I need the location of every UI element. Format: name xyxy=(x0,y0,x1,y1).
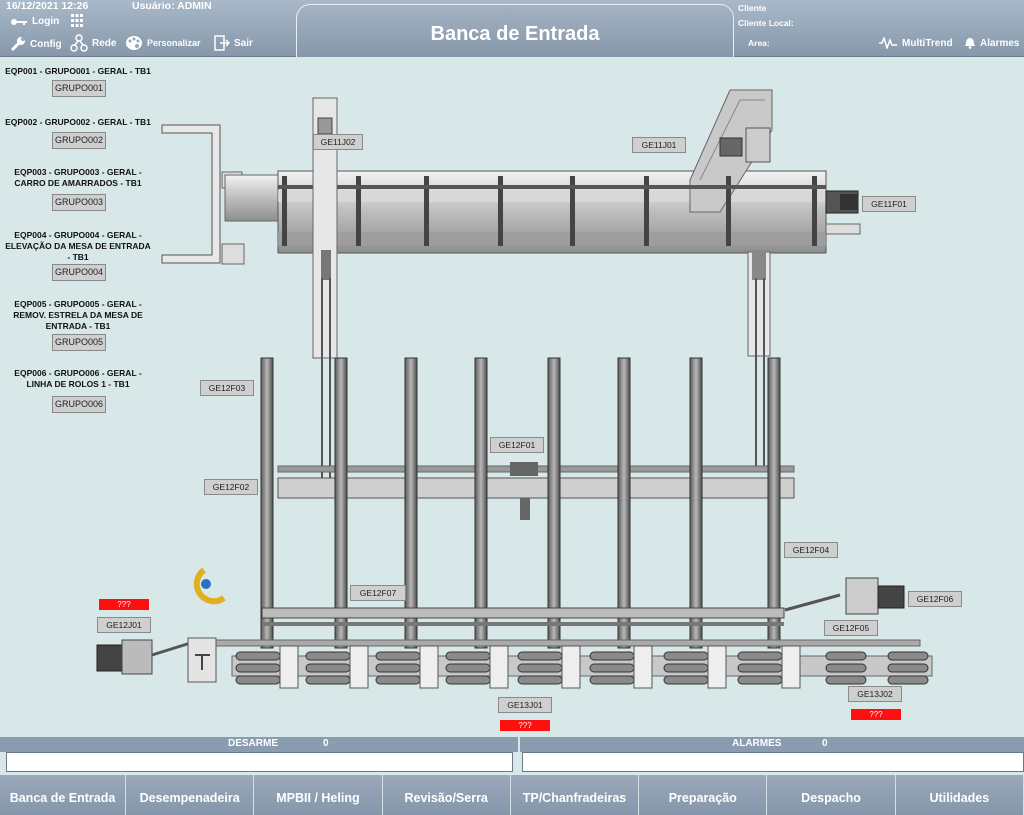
group-label-3: EQP003 - GRUPO003 - GERAL - CARRO DE AMA… xyxy=(14,167,142,188)
desarme-count: 0 xyxy=(323,738,329,749)
user-label: Usuário: ADMIN xyxy=(132,0,212,12)
tag-ge12f07[interactable]: GE12F07 xyxy=(350,585,406,601)
middle-table xyxy=(277,462,795,520)
multitrend-label: MultiTrend xyxy=(902,37,953,49)
desarme-label: DESARME xyxy=(228,738,279,749)
tag-ge12f06[interactable]: GE12F06 xyxy=(908,591,962,607)
area-label: Area: xyxy=(748,38,770,48)
group-label-5: EQP005 - GRUPO005 - GERAL - REMOV. ESTRE… xyxy=(13,299,143,331)
rede-button[interactable]: Rede xyxy=(70,34,116,52)
desarme-panel-header: DESARME 0 xyxy=(0,737,518,752)
alarmes-label: Alarmes xyxy=(980,37,1020,49)
nav-utilidades[interactable]: Utilidades xyxy=(896,775,1024,815)
group-button-5[interactable]: GRUPO005 xyxy=(52,334,106,351)
group-button-4[interactable]: GRUPO004 xyxy=(52,264,106,281)
group-button-1[interactable]: GRUPO001 xyxy=(52,80,106,97)
tag-ge12f05[interactable]: GE12F05 xyxy=(824,620,878,636)
group-label-6: EQP006 - GRUPO006 - GERAL - LINHA DE ROL… xyxy=(14,368,142,389)
vertical-columns xyxy=(260,357,781,649)
group-label-1: EQP001 - GRUPO001 - GERAL - TB1 xyxy=(5,66,151,76)
wrench-icon xyxy=(10,37,25,52)
left-drive xyxy=(96,637,217,683)
group-label-4: EQP004 - GRUPO004 - GERAL - ELEVAÇÃO DA … xyxy=(5,230,151,262)
group-label-2: EQP002 - GRUPO002 - GERAL - TB1 xyxy=(5,117,151,127)
right-hoist xyxy=(747,250,771,470)
nav-banca-de-entrada[interactable]: Banca de Entrada xyxy=(0,775,126,815)
tag-ge13j02[interactable]: GE13J02 xyxy=(848,686,902,702)
tag-ge12f03[interactable]: GE12F03 xyxy=(200,380,254,396)
keypad-button[interactable] xyxy=(70,13,84,29)
tag-ge11j01[interactable]: GE11J01 xyxy=(632,137,686,153)
network-icon xyxy=(70,34,88,52)
page-title: Banca de Entrada xyxy=(430,23,600,45)
alarmes-panel-label: ALARMES xyxy=(732,738,782,749)
alarmes-list[interactable] xyxy=(522,752,1024,772)
tag-ge11f01[interactable]: GE11F01 xyxy=(862,196,916,212)
tag-ge11j02[interactable]: GE11J02 xyxy=(313,134,363,150)
login-button[interactable]: Login xyxy=(10,16,59,27)
nav-mpbii-heling[interactable]: MPBII / Heling xyxy=(254,775,383,815)
datetime: 16/12/2021 12:26 xyxy=(6,0,89,12)
tag-ge12j01[interactable]: GE12J01 xyxy=(97,617,151,633)
group-button-6[interactable]: GRUPO006 xyxy=(52,396,106,413)
keypad-icon xyxy=(71,14,83,27)
alarm-indicator-ge12j01: ??? xyxy=(99,599,149,610)
tag-ge12f01[interactable]: GE12F01 xyxy=(490,437,544,453)
sair-button[interactable]: Sair xyxy=(214,35,253,51)
cliente-label: Cliente xyxy=(738,3,767,13)
personalizar-button[interactable]: Personalizar xyxy=(125,35,201,51)
sensor-icon xyxy=(193,567,226,605)
exit-icon xyxy=(214,35,230,51)
config-label: Config xyxy=(30,38,62,50)
alarm-indicator-ge13j01: ??? xyxy=(500,720,550,731)
tag-ge12f04[interactable]: GE12F04 xyxy=(784,542,838,558)
trend-icon xyxy=(879,37,897,49)
group-button-3[interactable]: GRUPO003 xyxy=(52,194,106,211)
alarmes-button[interactable]: Alarmes xyxy=(964,37,1019,49)
upper-bench xyxy=(224,89,861,254)
alarm-indicator-ge13j02: ??? xyxy=(851,709,901,720)
nav-tp-chanfradeiras[interactable]: TP/Chanfradeiras xyxy=(511,775,640,815)
title-panel: Banca de Entrada xyxy=(296,4,734,57)
key-icon xyxy=(11,18,27,25)
login-label: Login xyxy=(32,16,60,27)
nav-revisao-serra[interactable]: Revisão/Serra xyxy=(383,775,511,815)
tag-ge12f02[interactable]: GE12F02 xyxy=(204,479,258,495)
desarme-list[interactable] xyxy=(6,752,513,772)
header-bar: 16/12/2021 12:26 Usuário: ADMIN Login Co… xyxy=(0,0,1024,57)
bell-icon xyxy=(965,38,975,49)
sair-label: Sair xyxy=(234,37,253,49)
personalizar-label: Personalizar xyxy=(147,38,201,48)
multitrend-button[interactable]: MultiTrend xyxy=(878,37,953,49)
palette-icon xyxy=(126,36,142,50)
nav-desempenadeira[interactable]: Desempenadeira xyxy=(126,775,255,815)
config-button[interactable]: Config xyxy=(10,36,62,52)
right-drive xyxy=(845,577,905,615)
left-hoist xyxy=(312,97,338,480)
roller-bed xyxy=(231,645,933,689)
machine-diagram xyxy=(96,89,933,689)
alarmes-panel-header: ALARMES 0 xyxy=(520,737,1024,752)
nav-preparacao[interactable]: Preparação xyxy=(639,775,768,815)
cliente-local-label: Cliente Local: xyxy=(738,18,794,28)
rede-label: Rede xyxy=(92,37,117,49)
group-button-2[interactable]: GRUPO002 xyxy=(52,132,106,149)
tag-ge13j01[interactable]: GE13J01 xyxy=(498,697,552,713)
nav-despacho[interactable]: Despacho xyxy=(767,775,896,815)
alarmes-count: 0 xyxy=(822,738,828,749)
header-left: 16/12/2021 12:26 Usuário: ADMIN Login Co… xyxy=(0,0,296,57)
bottom-navigation: Banca de Entrada Desempenadeira MPBII / … xyxy=(0,775,1024,815)
